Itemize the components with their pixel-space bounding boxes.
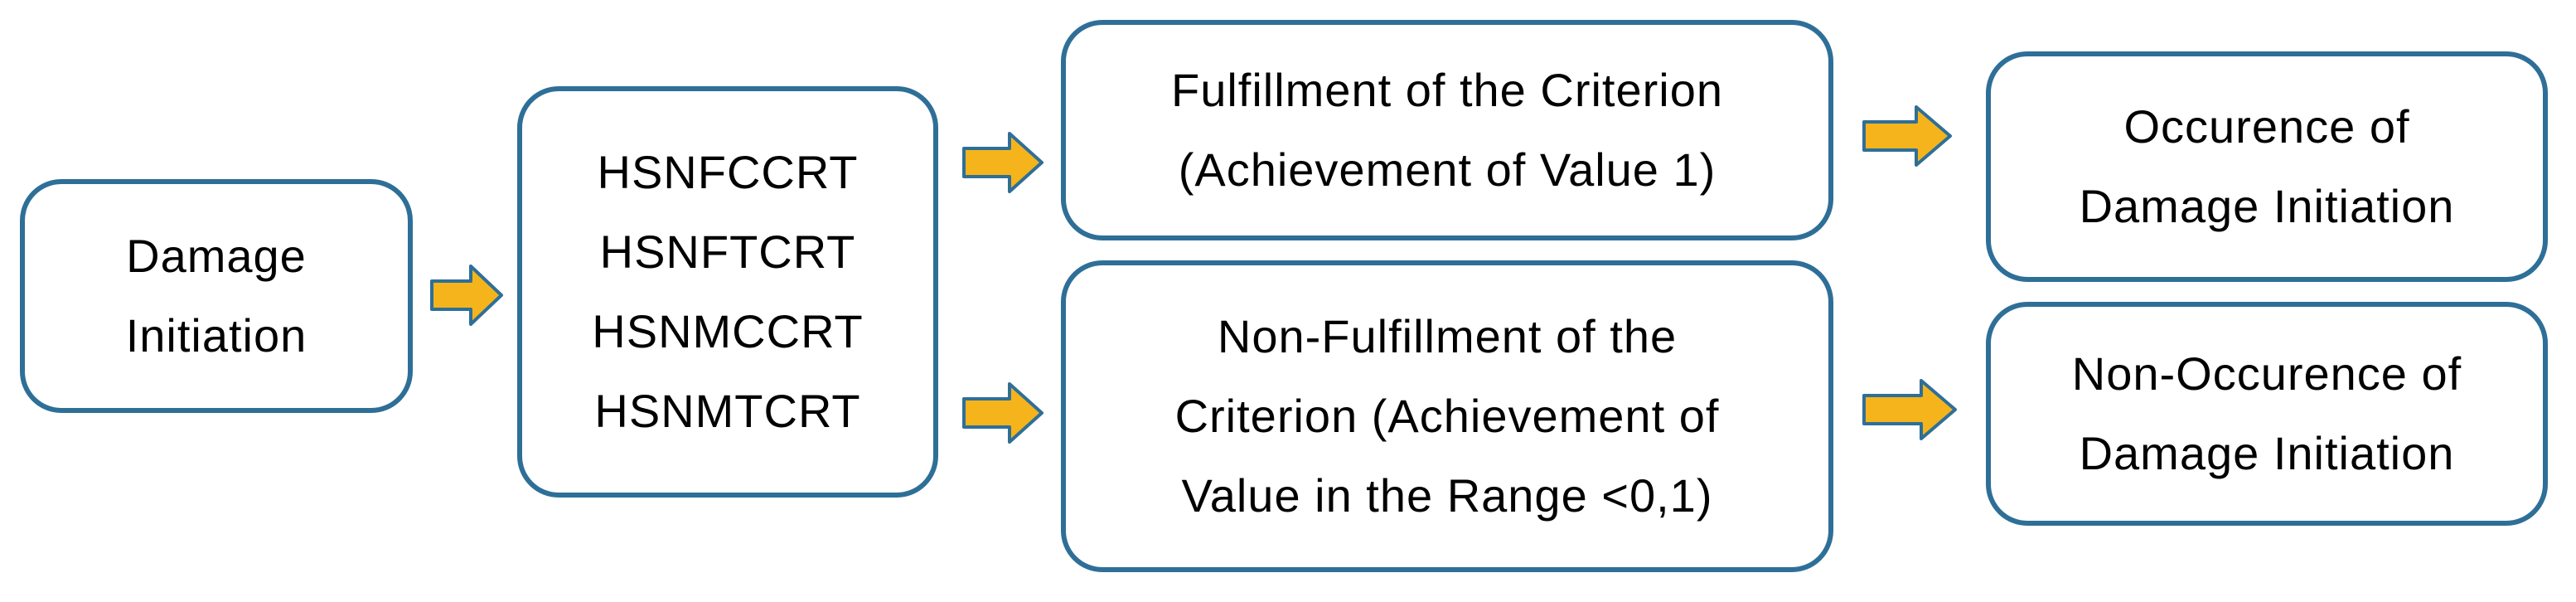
occurence-line-1: Occurence of (2123, 100, 2410, 153)
damage-initiation-box: Damage Initiation (20, 179, 413, 413)
non-occurence-line-2: Damage Initiation (2079, 427, 2455, 479)
arrow-right-icon (962, 382, 1043, 444)
arrow-right-icon (1862, 105, 1952, 167)
non-fulfillment-line-1: Non-Fulfillment of the (1217, 310, 1678, 362)
occurence-box: Occurence of Damage Initiation (1986, 51, 2548, 282)
non-occurence-line-1: Non-Occurence of (2071, 347, 2462, 400)
damage-initiation-line-2: Initiation (125, 309, 307, 362)
non-fulfillment-line-2: Criterion (Achievement of (1174, 390, 1720, 442)
criteria-box: HSNFCCRT HSNFTCRT HSNMCCRT HSNMTCRT (517, 86, 938, 498)
occurence-line-2: Damage Initiation (2079, 180, 2455, 232)
criterion-hsnmccrt: HSNMCCRT (592, 305, 864, 357)
fulfillment-line-1: Fulfillment of the Criterion (1170, 64, 1723, 116)
non-occurence-box: Non-Occurence of Damage Initiation (1986, 302, 2548, 526)
non-fulfillment-line-3: Value in the Range <0,1) (1181, 469, 1713, 522)
fulfillment-box: Fulfillment of the Criterion (Achievemen… (1061, 20, 1833, 240)
fulfillment-line-2: (Achievement of Value 1) (1178, 143, 1717, 196)
criterion-hsnmtcrt: HSNMTCRT (594, 385, 861, 437)
arrow-right-icon (1862, 379, 1957, 440)
arrow-right-icon (430, 265, 503, 326)
criterion-hsnftcrt: HSNFTCRT (599, 226, 856, 278)
arrow-right-icon (962, 132, 1043, 193)
damage-initiation-line-1: Damage (126, 230, 307, 282)
criterion-hsnfccrt: HSNFCCRT (597, 146, 859, 198)
non-fulfillment-box: Non-Fulfillment of the Criterion (Achiev… (1061, 260, 1833, 572)
